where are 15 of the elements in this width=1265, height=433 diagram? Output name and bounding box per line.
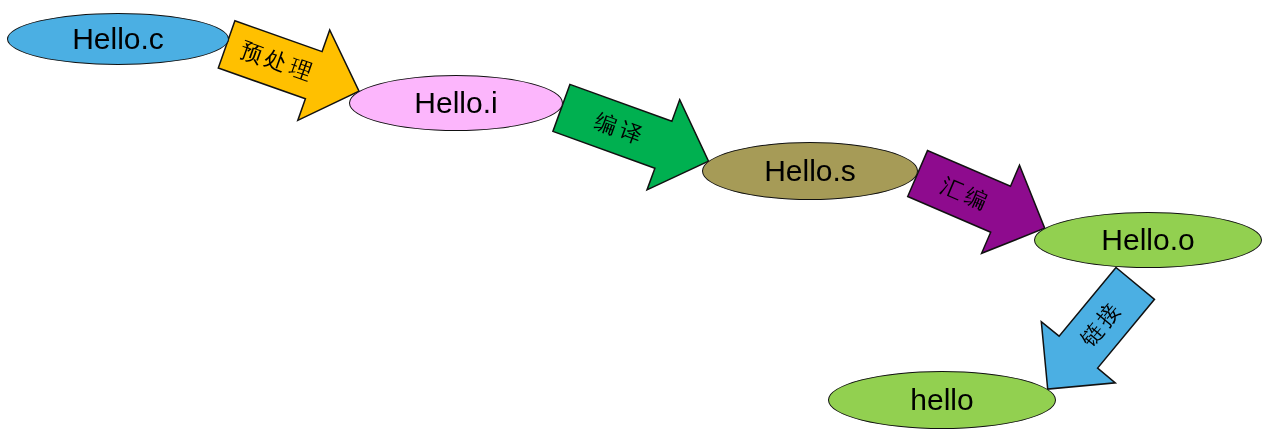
ellipse-node (7, 13, 229, 65)
edge-label: 预处理 (237, 39, 319, 86)
block-arrow (906, 149, 1046, 255)
edge-label: 编译 (591, 109, 649, 149)
file-name-label: Hello.i (414, 88, 498, 118)
file-name-label: Hello.o (1101, 225, 1195, 255)
file-name-label: hello (910, 385, 974, 415)
file-name-label: Hello.c (72, 24, 164, 54)
block-arrow (551, 83, 710, 192)
block-arrow (1040, 266, 1156, 390)
file-name-label: Hello.s (764, 156, 856, 186)
edge-label: 链接 (1076, 296, 1127, 351)
block-arrow (217, 19, 360, 122)
edge-label: 汇编 (938, 174, 995, 215)
ellipse-node (702, 142, 918, 200)
